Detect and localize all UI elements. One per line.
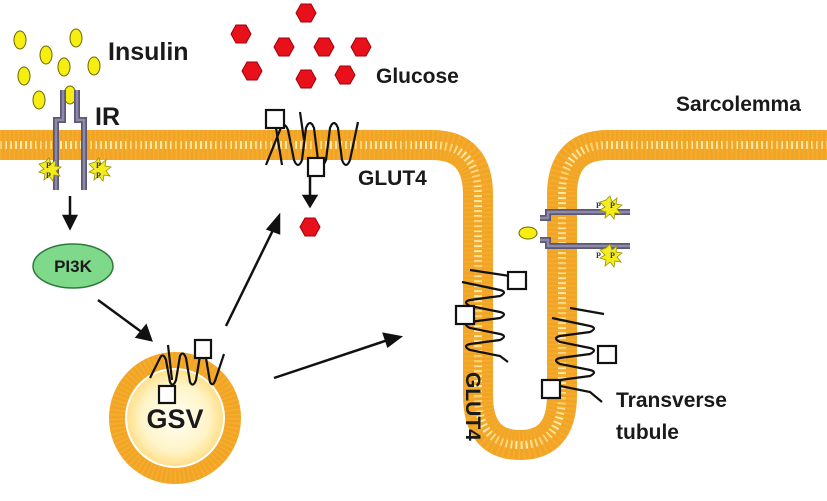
glucose-molecules: [230, 3, 372, 237]
phospho-label: P: [96, 161, 101, 170]
glut4-transporter-t-tubule-right: [540, 306, 618, 403]
translocation-arrow-to-t-tubule: [273, 332, 404, 380]
glut4-transporter-top: [264, 108, 360, 178]
phospho-label: P: [596, 201, 601, 210]
glucose-molecule: [295, 69, 317, 89]
insulin-molecule: [32, 90, 46, 110]
glut4-transporter-gsv: [149, 338, 226, 405]
ir-label: IR: [95, 103, 120, 131]
phospho-label: P: [46, 171, 51, 180]
phospho-label: P: [610, 201, 615, 210]
insulin-molecule-bound: [518, 226, 538, 240]
phospho-label: P: [46, 161, 51, 170]
glucose-molecule: [273, 37, 295, 57]
gsv-label: GSV: [146, 404, 203, 434]
insulin-molecule: [69, 28, 83, 48]
transverse-tubule-label-line2: tubule: [616, 421, 679, 444]
phospho-label: P: [96, 171, 101, 180]
glut4-transporter-t-tubule-left: [454, 268, 528, 363]
phospho-group-left: P P P P: [38, 157, 112, 182]
insulin-receptor-left: [53, 90, 87, 190]
insulin-molecule: [13, 30, 27, 50]
insulin-receptor-t-tubule: [518, 209, 630, 249]
glut4-label-t-tubule: GLUT4: [461, 372, 484, 441]
glucose-molecule: [299, 217, 321, 237]
translocation-arrow-to-sarcolemma: [224, 212, 281, 327]
insulin-label: Insulin: [108, 38, 189, 66]
pi3k-label: PI3K: [54, 257, 93, 276]
glucose-entry-arrow: [301, 176, 319, 209]
glucose-molecule: [295, 3, 317, 23]
insulin-molecule: [39, 45, 53, 65]
insulin-molecule: [87, 56, 101, 76]
phospho-label: P: [596, 251, 601, 260]
glucose-molecule: [334, 65, 356, 85]
phospho-label: P: [610, 251, 615, 260]
glucose-molecule: [241, 61, 263, 81]
phospho-group-right: P P P P: [596, 195, 623, 268]
pi3k-enzyme: PI3K: [32, 243, 114, 289]
glucose-label: Glucose: [376, 65, 459, 88]
gsv-vesicle: GSV: [109, 352, 241, 484]
transverse-tubule-label-line1: Transverse: [616, 389, 727, 412]
signal-arrow-pi3k-gsv: [97, 298, 153, 342]
insulin-molecule: [17, 66, 31, 86]
glut4-label-top: GLUT4: [358, 167, 427, 190]
glucose-molecule: [313, 37, 335, 57]
sarcolemma-membrane: [0, 130, 827, 460]
signal-arrow-ir-pi3k: [61, 196, 79, 231]
glucose-molecule: [350, 37, 372, 57]
glucose-molecule: [230, 24, 252, 44]
sarcolemma-label: Sarcolemma: [676, 93, 801, 116]
insulin-molecules: [13, 28, 101, 110]
insulin-molecule: [57, 57, 71, 77]
